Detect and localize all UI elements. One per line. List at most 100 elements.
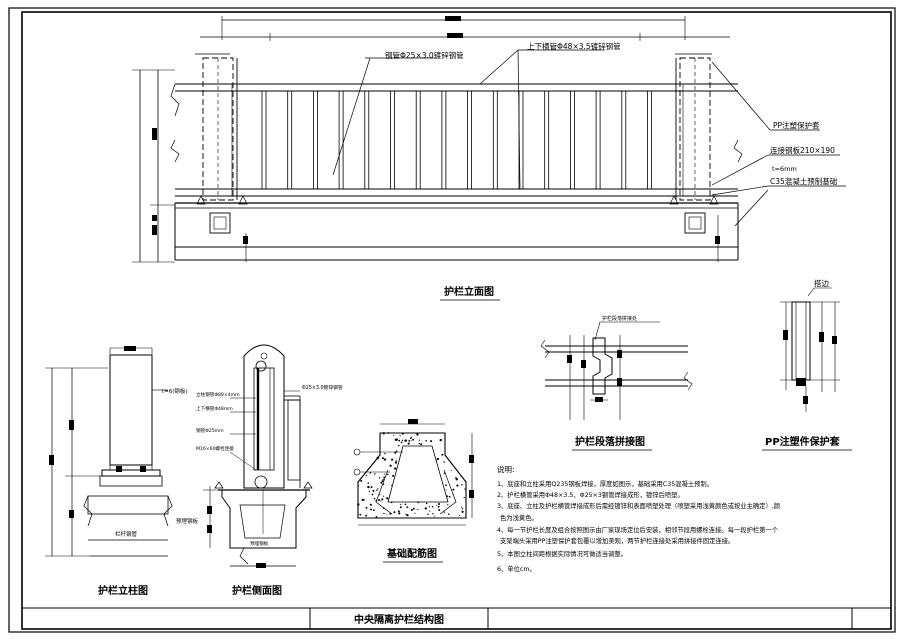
stipple-dot (439, 438, 442, 442)
stipple-dot (452, 488, 455, 491)
stipple-dot (365, 506, 368, 509)
stipple-dot (382, 432, 385, 435)
stipple-dot (435, 459, 437, 461)
stipple-dot (386, 513, 388, 515)
stipple-dot (374, 473, 376, 475)
stipple-dot (437, 502, 441, 506)
stipple-dot (409, 437, 412, 440)
splice-view (540, 321, 693, 420)
stipple-dot (404, 439, 407, 442)
post-title: 护栏立柱图 (98, 584, 148, 597)
pp-cover-title: PP注塑件保护套 (765, 435, 841, 448)
stipple-dot (363, 499, 365, 501)
elevation-title: 护栏立面图 (444, 285, 494, 298)
stipple-dot (390, 484, 393, 486)
stipple-dot (463, 496, 465, 499)
stipple-dot (429, 510, 431, 512)
stipple-dot (399, 506, 402, 509)
stipple-dot (443, 472, 446, 474)
stipple-dot (443, 511, 445, 513)
stipple-dot (368, 490, 370, 493)
stipple-dot (367, 482, 369, 484)
stipple-dot (424, 507, 427, 510)
baluster-group (261, 90, 652, 190)
stipple-dot (381, 480, 384, 483)
stipple-dot (370, 508, 372, 511)
baluster-3 (338, 90, 344, 190)
baluster-7 (441, 90, 447, 190)
baluster-8 (467, 90, 473, 190)
label-small-tube: 钢管Φ25×3.0镀锌钢管 (385, 50, 464, 60)
stipple-dot (443, 461, 445, 463)
stipple-dot (464, 488, 466, 490)
stipple-dot (412, 507, 415, 510)
stipple-dot (398, 512, 401, 515)
stipple-dot (381, 498, 384, 501)
stipple-dot (461, 510, 464, 513)
stipple-dot (406, 506, 409, 509)
inner-frame (21, 11, 892, 630)
stipple-dot (372, 489, 375, 492)
stipple-dot (378, 499, 380, 501)
stipple-dot (436, 504, 438, 506)
notes-heading: 说明: (497, 464, 515, 474)
stipple-dot (389, 464, 392, 467)
stipple-dot (382, 478, 384, 481)
baluster-2 (312, 90, 318, 190)
stipple-dot (405, 513, 407, 515)
stipple-dot (383, 512, 385, 515)
stipple-dot (369, 472, 372, 474)
stipple-dot (425, 439, 427, 442)
label-base: C35混凝土预制基础 (770, 176, 837, 186)
stipple-dot (410, 440, 412, 442)
base-rebar-title: 基础配筋图 (386, 547, 437, 560)
title-block: 中央隔离护栏结构图 (22, 607, 891, 629)
stipple-dot (383, 476, 386, 479)
stipple-dot (367, 485, 370, 489)
stipple-dot (430, 440, 433, 443)
stipple-dot (446, 495, 449, 498)
stipple-dot (428, 506, 430, 508)
side-bottom-label: 预埋钢板 (250, 540, 269, 547)
baluster-9 (492, 90, 498, 190)
note-line-0: 1、底座和立柱采用Q235钢板焊接，厚度如图示，基础采用C35混凝土预制。 (497, 479, 713, 488)
baluster-0 (261, 90, 267, 190)
post-label-a: t=6(钢板) (162, 387, 188, 395)
stipple-dot (417, 508, 419, 511)
label-plate-thickness: t=6mm (772, 165, 797, 173)
stipple-dot (386, 497, 389, 500)
note-line-3: 色为浅黄色。 (500, 513, 538, 522)
stipple-dot (365, 514, 367, 517)
stipple-dot (400, 503, 402, 506)
stipple-dot (365, 474, 367, 477)
stipple-dot (387, 432, 390, 434)
side-note-0: 立柱钢管Φ89×4mm (196, 391, 240, 398)
stipple-dot (398, 439, 400, 442)
baluster-1 (287, 90, 293, 190)
stipple-dot (418, 442, 421, 445)
stipple-dot (393, 434, 395, 436)
outer-frame (8, 7, 896, 633)
stipple-dot (452, 493, 454, 495)
stipple-dot (393, 511, 396, 514)
baluster-6 (415, 90, 421, 190)
stipple-dot (382, 507, 385, 510)
stipple-dot (361, 498, 364, 502)
note-line-5: 支架端头采用PP注塑保护套包覆以增加美观，两节护栏连接处采用拼接件固定连接。 (500, 536, 734, 545)
stipple-dot (437, 505, 440, 508)
side-note-2: 钢管Φ25mm (196, 427, 224, 434)
note-line-2: 3、底座、立柱及护栏横管焊接成形后需经镀锌和表面喷塑处理（喷塑采用浅黄颜色或按业… (497, 501, 781, 510)
stipple-dot (378, 477, 381, 479)
note-line-6: 5、本图立柱间距根据实际情况可做适当调整。 (497, 549, 627, 558)
stipple-dot (391, 458, 394, 461)
stipple-dot (414, 512, 416, 514)
stipple-dot (416, 433, 419, 436)
label-rail-tube: 上下横管Φ48×3.5镀锌钢管 (527, 41, 621, 51)
stipple-dot (441, 453, 444, 456)
stipple-dot (410, 509, 413, 511)
side-note-1: 上下横管Φ48mm (196, 405, 233, 412)
stipple-dot (382, 483, 385, 486)
pp-cover-label: 搭边 (814, 278, 829, 288)
stipple-dot (381, 457, 384, 460)
stipple-dot (436, 457, 440, 461)
